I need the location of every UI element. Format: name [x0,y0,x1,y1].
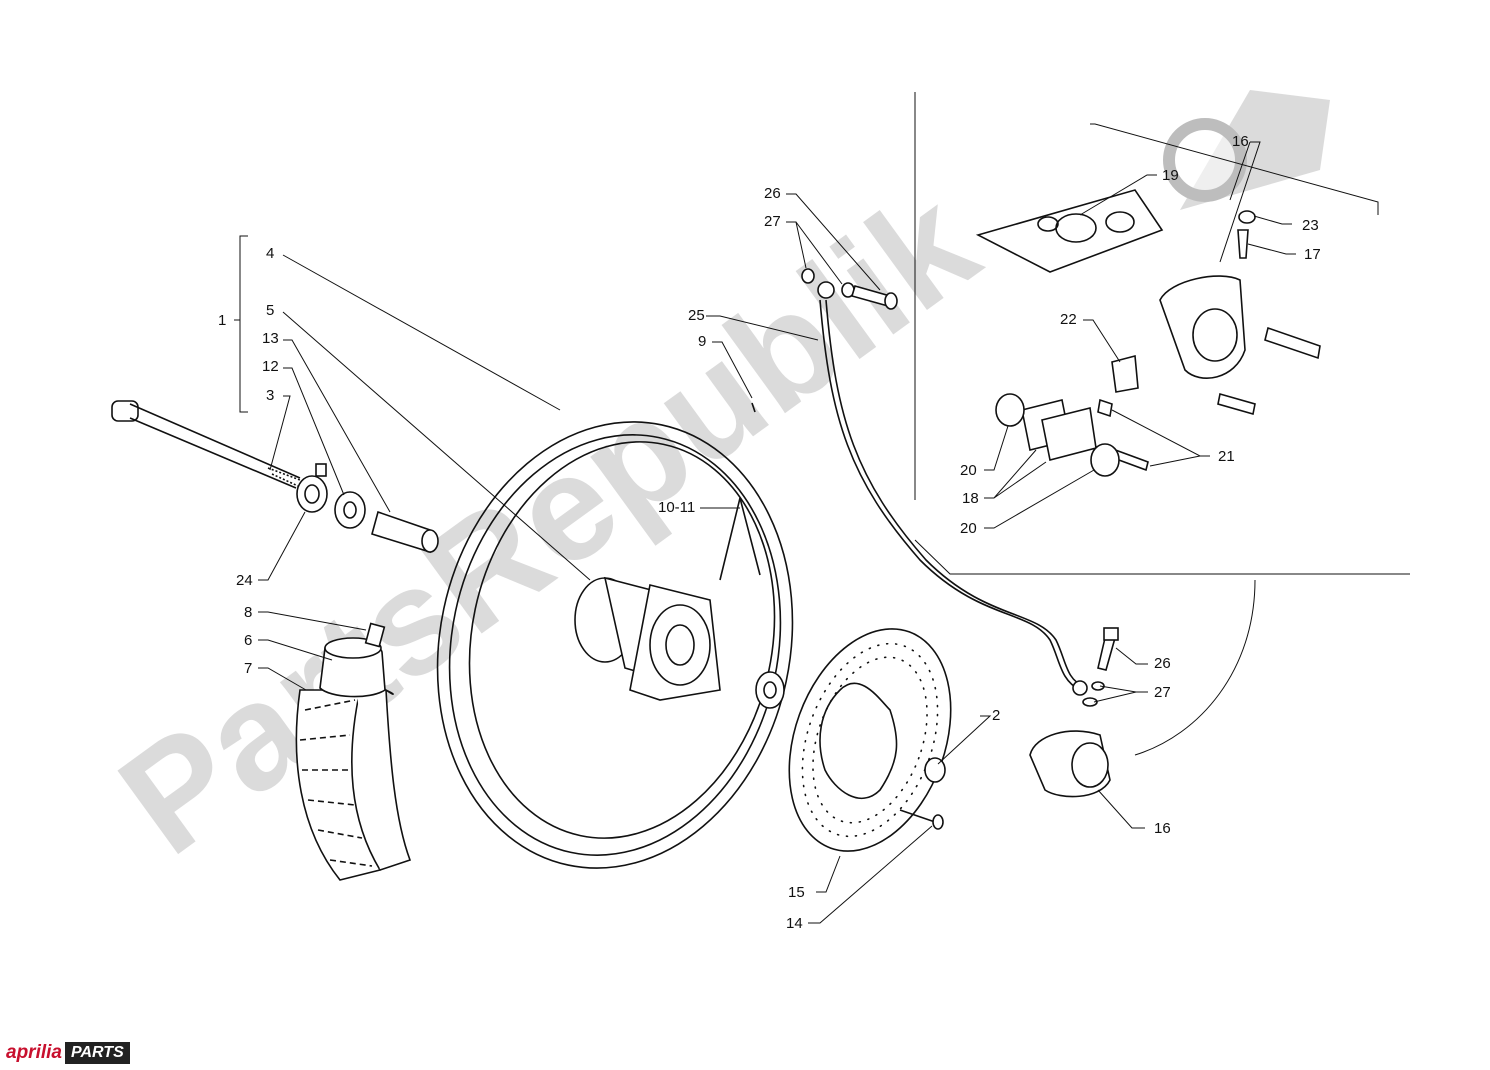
label-6: 6 [244,632,252,649]
label-24: 24 [236,572,253,589]
label-26-bottom: 26 [1154,655,1171,672]
gasket-kit-19 [975,189,1164,273]
spoke-10-11 [719,497,761,581]
banjo-bolt-26-bottom [1082,627,1119,707]
label-14: 14 [786,915,803,932]
brake-hose-25 [817,281,1088,696]
label-8: 8 [244,604,252,621]
label-16-lower: 16 [1154,820,1171,837]
bleed-screw-17 [1237,229,1249,259]
inner-tube-6 [319,622,386,698]
wheel-rim-4 [436,421,794,869]
brake-disc-15 [788,628,952,852]
logo-badge: PARTS [64,1042,130,1064]
label-22: 22 [1060,311,1077,328]
label-20-bottom: 20 [960,520,977,537]
banjo-bolt-26-top [801,268,898,310]
piston-20-bottom [1090,443,1120,477]
label-25: 25 [688,307,705,324]
label-3: 3 [266,387,274,404]
disc-bolt-14 [899,809,944,830]
valve-9 [751,402,756,413]
bearing-12 [334,491,366,529]
part-number-labels: 1 4 5 13 12 3 24 8 6 7 26 27 25 9 10-11 … [218,133,1321,932]
label-27-top: 27 [764,213,781,230]
watermark-gear-icon [1163,90,1330,210]
spacer-tube-13 [371,510,439,554]
label-16-upper: 16 [1232,133,1249,150]
spacer-24 [296,463,328,513]
cap-23 [1238,210,1256,224]
brake-pads-18 [1021,399,1097,461]
bearing-2 [924,757,946,783]
label-27-bottom: 27 [1154,684,1171,701]
label-18: 18 [962,490,979,507]
label-26-top: 26 [764,185,781,202]
tyre-7 [295,679,412,881]
label-15: 15 [788,884,805,901]
label-23: 23 [1302,217,1319,234]
brake-caliper-16-lower [1029,730,1111,798]
label-17: 17 [1304,246,1321,263]
spring-22 [1111,354,1139,393]
front-axle [111,400,301,489]
label-13: 13 [262,330,279,347]
label-12: 12 [262,358,279,375]
label-4: 4 [266,245,274,262]
wheel-hub-5 [574,576,721,701]
label-1: 1 [218,312,226,329]
piston-20-top [995,393,1025,427]
label-19: 19 [1162,167,1179,184]
label-2: 2 [992,707,1000,724]
label-21: 21 [1218,448,1235,465]
label-5: 5 [266,302,274,319]
brake-caliper-16-upper [1159,275,1321,416]
label-20-top: 20 [960,462,977,479]
inset-frame [914,92,1410,756]
logo-brand: aprilia [6,1042,62,1063]
bearing-right [755,671,785,709]
label-10-11: 10-11 [658,499,695,516]
label-7: 7 [244,660,252,677]
label-9: 9 [698,333,706,350]
leader-lines [234,141,1296,924]
aprilia-parts-logo: aprilia PARTS [6,1040,130,1066]
